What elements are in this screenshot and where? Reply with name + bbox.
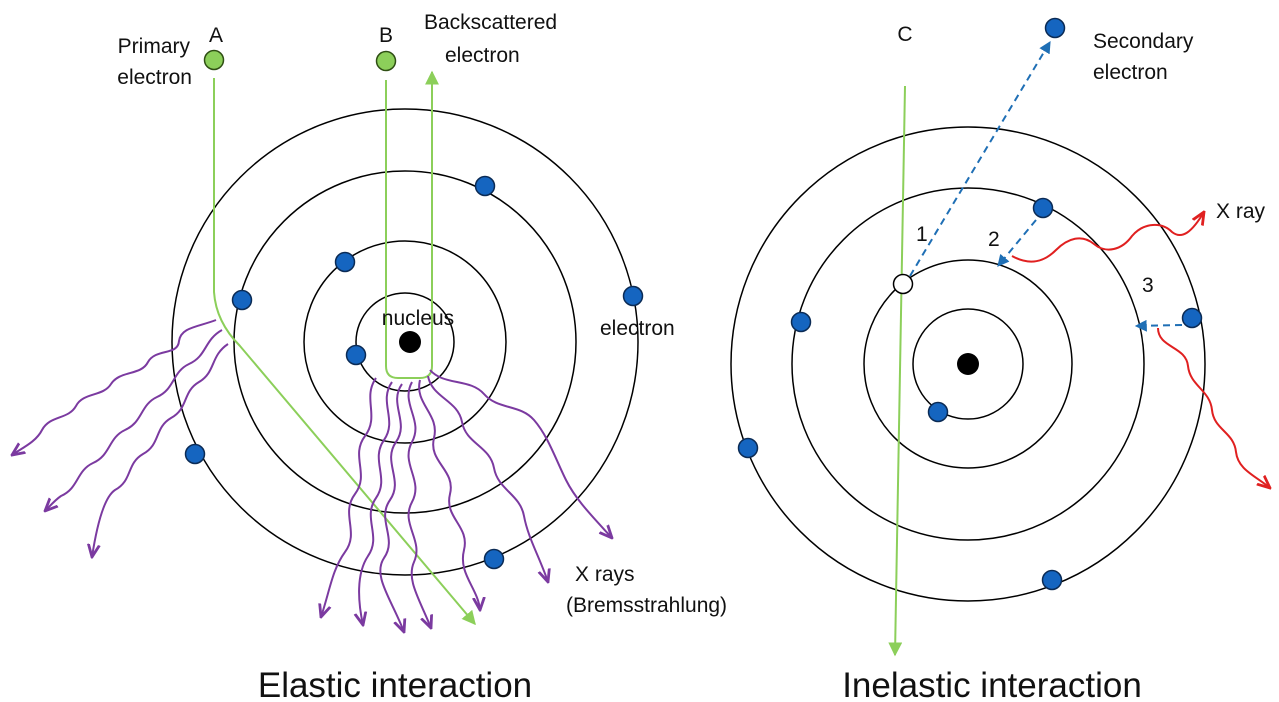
- inelastic-orbit-inner: [912, 308, 1024, 420]
- x-ray-wave: [321, 377, 377, 617]
- orbital-electron: [927, 401, 949, 423]
- x-ray-wave: [429, 369, 612, 538]
- orbital-electron: [334, 251, 356, 273]
- orbital-electron: [1032, 197, 1054, 219]
- elastic-atom: [12, 49, 644, 633]
- primary-electron-c-path: [888, 85, 906, 657]
- inelastic-orbit-outer: [791, 187, 1145, 541]
- elastic-caption: Elastic interaction: [258, 666, 532, 702]
- secondary-electron-label-line2: electron: [1093, 61, 1168, 84]
- x-ray-wave: [427, 375, 548, 582]
- transition-arrow-2: [997, 219, 1037, 267]
- x-ray-wave: [418, 379, 480, 610]
- secondary-electron: [1044, 17, 1066, 39]
- backscattered-electron-label-line2: electron: [445, 44, 520, 67]
- label-a: A: [209, 24, 223, 47]
- x-ray-wave: [12, 319, 217, 455]
- secondary-electron-label-line1: Secondary: [1093, 30, 1194, 53]
- label-c: C: [897, 23, 912, 46]
- characteristic-x-ray: [1011, 212, 1204, 263]
- orbital-electron: [483, 548, 505, 570]
- x-ray-wave: [407, 381, 431, 628]
- orbital-electron: [345, 344, 367, 366]
- orbital-electron: [622, 285, 644, 307]
- primary-electron-label-line2: electron: [117, 66, 192, 89]
- orbital-electron: [1041, 569, 1063, 591]
- nucleus-label: nucleus: [382, 307, 454, 330]
- x-ray-wave: [45, 329, 223, 511]
- orbital-electron: [1181, 307, 1203, 329]
- vacancy: [892, 273, 914, 295]
- orbital-electron: [790, 311, 812, 333]
- electron-label: electron: [600, 317, 675, 340]
- transition-arrow-3: [1134, 319, 1183, 332]
- label-b: B: [379, 24, 393, 47]
- inelastic-caption: Inelastic interaction: [842, 666, 1142, 702]
- orbital-electron: [231, 289, 253, 311]
- primary-electron-path: [213, 78, 476, 626]
- elastic-orbit-middle: [303, 240, 507, 444]
- primary-electron-a: [203, 49, 225, 71]
- inelastic-nucleus: [957, 353, 979, 375]
- step-2-label: 2: [988, 228, 1000, 251]
- orbital-electron: [737, 437, 759, 459]
- primary-electron-b: [375, 50, 397, 72]
- x-ray-wave: [379, 383, 404, 632]
- orbital-electron: [474, 175, 496, 197]
- characteristic-x-ray: [1157, 327, 1270, 488]
- primary-electron-label-line1: Primary: [118, 35, 191, 58]
- elastic-atom-cloud: [171, 108, 639, 576]
- x-ray-label: X ray: [1216, 200, 1266, 223]
- step-1-label: 1: [916, 223, 928, 246]
- inelastic-orbit-middle: [863, 259, 1073, 469]
- secondary-electron-ejection-arrow: [909, 40, 1051, 277]
- x-ray-wave: [92, 343, 229, 557]
- elastic-orbit-inner: [355, 292, 455, 392]
- x-ray-wave: [359, 381, 393, 625]
- elastic-nucleus: [399, 331, 421, 353]
- orbital-electron: [184, 443, 206, 465]
- inelastic-atom: [730, 17, 1270, 657]
- x-rays-label-line1: X rays: [575, 563, 635, 586]
- backscattered-electron-label-line1: Backscattered: [424, 11, 557, 34]
- inelastic-atom-cloud: [730, 126, 1206, 602]
- x-rays-label-line2: (Bremsstrahlung): [566, 594, 727, 617]
- elastic-orbit-outer: [233, 170, 577, 514]
- bremsstrahlung-waves: [12, 319, 612, 632]
- step-3-label: 3: [1142, 274, 1154, 297]
